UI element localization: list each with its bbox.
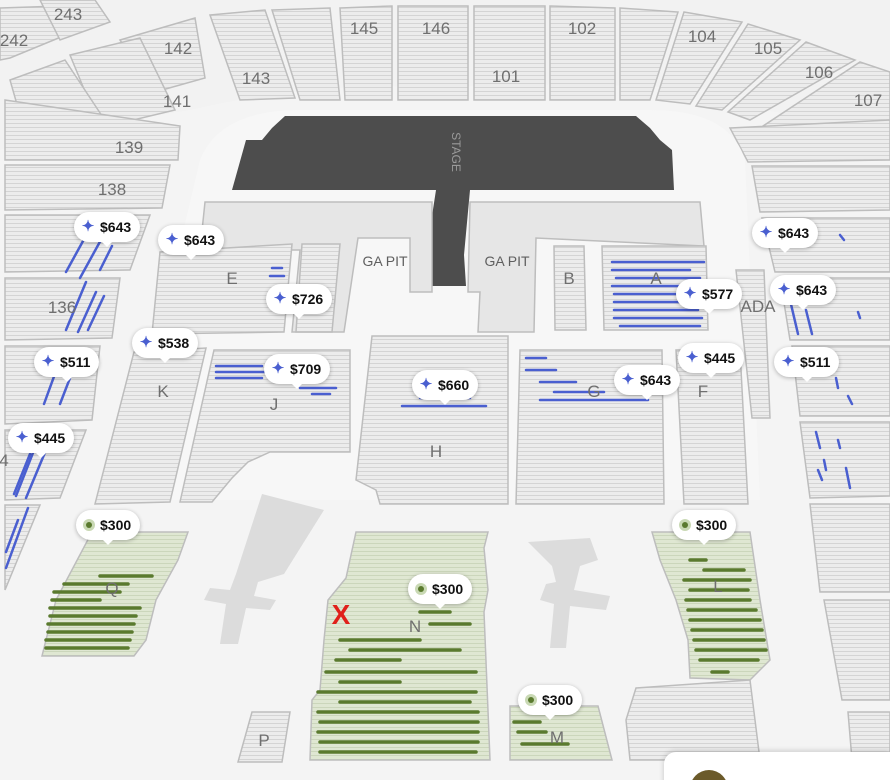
section-label-138: 138 — [98, 180, 126, 199]
price-label: $511 — [60, 354, 91, 370]
section-label-146: 146 — [422, 19, 450, 38]
section-label-N: N — [409, 617, 421, 636]
price-pin[interactable]: ✦ $511 — [774, 347, 840, 382]
sparkle-icon: ✦ — [139, 334, 153, 351]
dot-icon — [415, 583, 427, 595]
section-label-P: P — [258, 731, 269, 750]
section-label-H: H — [430, 442, 442, 461]
price-pin[interactable]: $300 — [672, 510, 737, 545]
price-label: $300 — [542, 692, 574, 708]
section-label-102: 102 — [568, 19, 596, 38]
sparkle-icon: ✦ — [165, 231, 179, 248]
sparkle-icon: ✦ — [683, 285, 697, 302]
section-label-143: 143 — [242, 69, 270, 88]
price-label: $577 — [702, 286, 734, 302]
section-label-101: 101 — [492, 67, 520, 86]
location-marker: X — [331, 599, 351, 630]
ga-pit-right-label: GA PIT — [484, 253, 530, 269]
price-pin[interactable]: $300 — [76, 510, 141, 545]
price-label: $445 — [704, 350, 736, 366]
section-label-E: E — [226, 269, 237, 288]
price-label: $643 — [184, 232, 216, 248]
price-pin[interactable]: ✦ $709 — [264, 354, 331, 389]
section-label-104: 104 — [688, 27, 716, 46]
price-pin[interactable]: ✦ $726 — [266, 284, 333, 319]
price-label: $300 — [696, 517, 728, 533]
sparkle-icon: ✦ — [781, 353, 795, 370]
price-pin[interactable]: ✦ $643 — [770, 275, 837, 310]
dot-icon — [679, 519, 691, 531]
section-label-105: 105 — [754, 39, 782, 58]
section-label-A: A — [650, 269, 662, 288]
section-label-142: 142 — [164, 39, 192, 58]
section-label-243: 243 — [54, 5, 82, 24]
price-label: $511 — [800, 354, 831, 370]
price-label: $643 — [640, 372, 672, 388]
price-label: $643 — [100, 219, 132, 235]
section-label-106: 106 — [805, 63, 833, 82]
sparkle-icon: ✦ — [419, 376, 433, 393]
section-label-F: F — [698, 382, 708, 401]
section-label-107: 107 — [854, 91, 882, 110]
price-pin[interactable]: ✦ $577 — [676, 279, 743, 314]
dot-icon — [83, 519, 95, 531]
price-label: $643 — [796, 282, 828, 298]
price-label: $445 — [34, 430, 66, 446]
section-label-136: 136 — [48, 298, 76, 317]
sparkle-icon: ✦ — [271, 360, 285, 377]
price-pin[interactable]: $300 — [518, 685, 583, 720]
mix-positions — [204, 494, 610, 648]
section-label-242: 242 — [0, 31, 28, 50]
price-label: $300 — [100, 517, 132, 533]
section-label-Q: Q — [105, 579, 118, 598]
price-pin[interactable]: ✦ $445 — [8, 423, 75, 458]
section-label-145: 145 — [350, 19, 378, 38]
price-label: $660 — [438, 377, 470, 393]
section-label-L: L — [713, 577, 722, 596]
section-label-B: B — [563, 269, 574, 288]
sparkle-icon: ✦ — [41, 353, 55, 370]
section-label-K: K — [157, 382, 169, 401]
price-pin[interactable]: ✦ $643 — [158, 225, 225, 260]
sparkle-icon: ✦ — [15, 429, 29, 446]
dot-icon — [525, 694, 537, 706]
price-pin[interactable]: ✦ $643 — [614, 365, 681, 400]
sparkle-icon: ✦ — [273, 290, 287, 307]
sparkle-icon: ✦ — [759, 224, 773, 241]
price-label: $300 — [432, 581, 464, 597]
section-label-partial: 4 — [0, 451, 9, 470]
section-label-141: 141 — [163, 92, 191, 111]
price-label: $643 — [778, 225, 810, 241]
sparkle-icon: ✦ — [81, 218, 95, 235]
price-pin[interactable]: ✦ $643 — [752, 218, 819, 253]
price-pin[interactable]: $300 — [408, 574, 473, 609]
price-label: $538 — [158, 335, 190, 351]
avatar[interactable] — [690, 770, 728, 780]
stage: STAGE — [232, 116, 674, 286]
section-label-ADA: ADA — [741, 297, 777, 316]
floor-sections[interactable] — [94, 243, 771, 505]
sparkle-icon: ✦ — [777, 281, 791, 298]
sparkle-icon: ✦ — [685, 349, 699, 366]
sparkle-icon: ✦ — [621, 371, 635, 388]
available-row-highlights — [44, 558, 768, 754]
price-pin[interactable]: ✦ $445 — [678, 343, 745, 378]
price-pin[interactable]: ✦ $538 — [132, 328, 199, 363]
section-label-M: M — [550, 728, 564, 747]
ga-pit-left-label: GA PIT — [362, 253, 408, 269]
section-label-139: 139 — [115, 138, 143, 157]
price-pin[interactable]: ✦ $643 — [74, 212, 141, 247]
section-label-G: G — [587, 382, 600, 401]
upper-ring-sections[interactable] — [0, 0, 890, 151]
section-label-J: J — [270, 395, 279, 414]
price-pin[interactable]: ✦ $511 — [34, 347, 100, 382]
price-pin[interactable]: ✦ $660 — [412, 370, 479, 405]
price-label: $709 — [290, 361, 322, 377]
price-label: $726 — [292, 291, 324, 307]
stage-label: STAGE — [449, 132, 463, 172]
